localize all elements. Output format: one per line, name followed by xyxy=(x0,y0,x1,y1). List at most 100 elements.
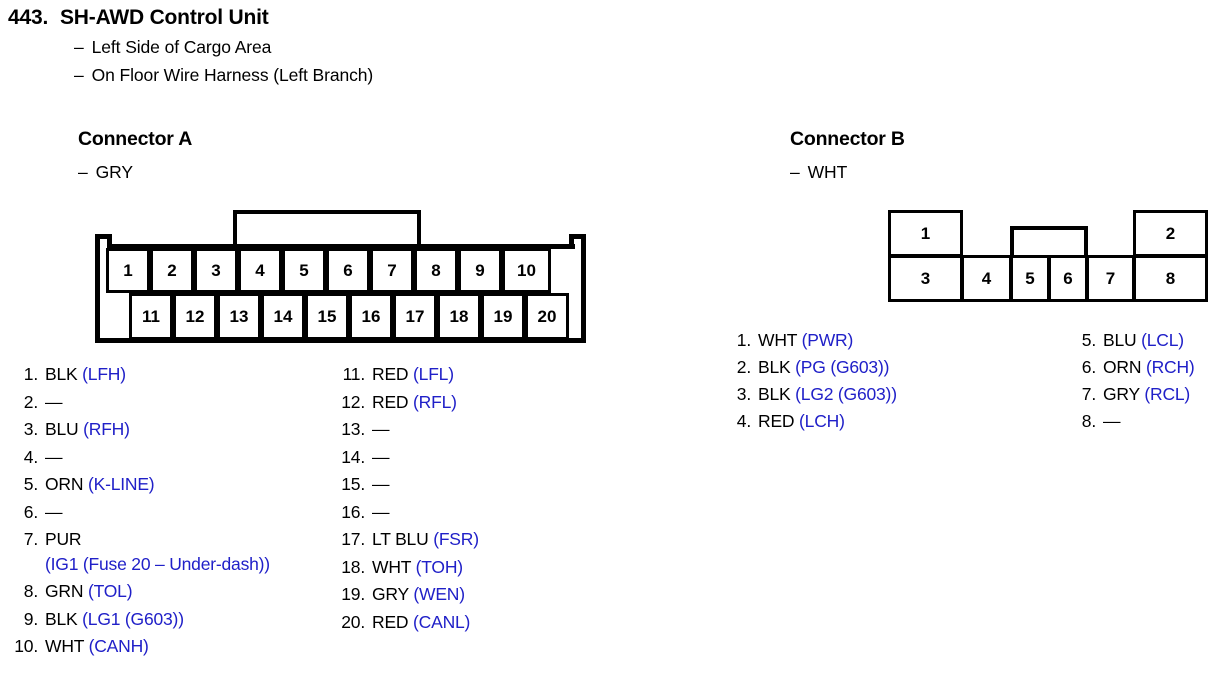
pin-number: 7 xyxy=(1105,269,1116,288)
pin-list-item: 2.— xyxy=(12,392,270,413)
housing-right-notch xyxy=(569,234,586,239)
pin-number: 20 xyxy=(537,307,557,326)
pin-index: 8. xyxy=(1081,411,1096,431)
pin-number: 11 xyxy=(142,307,160,326)
wire-color: RED xyxy=(372,611,409,632)
pin-number: 8 xyxy=(431,261,441,280)
pin-cell: 10 xyxy=(502,248,551,293)
pin-index: 14. xyxy=(341,446,365,467)
pin-cell: 1 xyxy=(106,248,150,293)
wire-color: BLK xyxy=(758,384,791,404)
pin-detail: ORN(RCH) xyxy=(1103,357,1195,378)
wire-color: BLK xyxy=(45,364,78,384)
pin-list-item: 18.WHT(TOH) xyxy=(333,557,479,578)
pin-list-item: 5. ORN(K-LINE) xyxy=(12,474,270,495)
signal-name: (LG2 (G603)) xyxy=(795,384,897,404)
connector-a-pinout-diagram: 1 2 3 4 5 6 7 8 9 10 11 12 13 14 15 16 1… xyxy=(93,208,588,343)
pin-cell: 6 xyxy=(1048,255,1088,302)
pin-list-item: 14.— xyxy=(333,447,479,468)
wire-color: GRY xyxy=(1103,384,1140,404)
connector-b-latch-tab xyxy=(1010,226,1088,257)
pin-number: 3 xyxy=(211,261,221,280)
housing-right-notch-drop xyxy=(569,234,574,248)
signal-name: (LCL) xyxy=(1141,330,1184,350)
signal-name: (RCH) xyxy=(1145,357,1195,377)
pin-cell: 17 xyxy=(393,293,437,340)
pin-cell: 9 xyxy=(458,248,502,293)
wire-color: WHT xyxy=(45,636,84,656)
pin-detail: LT BLU(FSR) xyxy=(372,529,479,550)
pin-cell: 11 xyxy=(129,293,173,340)
entry-title-text: SH-AWD Control Unit xyxy=(60,6,269,29)
signal-name: (CANH) xyxy=(88,636,149,656)
pin-cell: 8 xyxy=(1133,255,1208,302)
pin-index: 5. xyxy=(23,474,38,494)
wire-color: RED xyxy=(758,411,795,431)
pin-number: 2 xyxy=(1165,224,1176,243)
pin-index: 8. xyxy=(23,581,38,601)
pin-list-item: 6.ORN(RCH) xyxy=(1074,357,1195,378)
pin-cell: 1 xyxy=(888,210,963,257)
pin-cell: 18 xyxy=(437,293,481,340)
pin-index: 3. xyxy=(736,384,751,404)
pin-list-item: 3.BLU(RFH) xyxy=(12,419,270,440)
pin-index: 17. xyxy=(341,529,365,549)
wire-color: — xyxy=(45,391,63,412)
signal-name: (WEN) xyxy=(413,584,465,604)
pin-detail: GRY(RCL) xyxy=(1103,384,1190,405)
pin-list-item: 10. WHT(CANH) xyxy=(12,636,270,657)
pin-number: 3 xyxy=(920,269,931,288)
pin-list-item: 4.— xyxy=(12,447,270,468)
page-title: 443. SH-AWD Control Unit xyxy=(8,6,708,30)
pin-index: 1. xyxy=(736,330,751,350)
pin-list-item: 5.BLU(LCL) xyxy=(1074,330,1195,351)
pin-number: 13 xyxy=(229,307,249,326)
pin-detail: — xyxy=(45,502,63,523)
pin-list-item: 11.RED(LFL) xyxy=(333,364,479,385)
pin-number: 8 xyxy=(1165,269,1176,288)
pin-number: 6 xyxy=(343,261,353,280)
pin-number: 14 xyxy=(273,307,293,326)
pin-number: 5 xyxy=(299,261,309,280)
pin-index: 10. xyxy=(14,636,38,656)
pin-detail: RED(RFL) xyxy=(372,392,457,413)
pin-number: 12 xyxy=(185,307,205,326)
pin-list-item: 7. GRY(RCL) xyxy=(1074,384,1195,405)
pin-cell: 2 xyxy=(150,248,194,293)
pin-detail: PUR xyxy=(45,529,82,550)
pin-number: 17 xyxy=(405,307,425,326)
wire-color: BLK xyxy=(45,608,78,629)
signal-name: (K-LINE) xyxy=(87,474,155,494)
connector-b-heading: Connector B xyxy=(790,128,905,150)
entry-number: 443. xyxy=(8,6,49,29)
location-line-2: –On Floor Wire Harness (Left Branch) xyxy=(74,65,708,86)
wire-color: — xyxy=(372,501,390,522)
housing-left-notch xyxy=(95,234,112,239)
pin-detail: — xyxy=(372,419,390,440)
dash-bullet-icon: – xyxy=(74,37,84,57)
location-text-1: Left Side of Cargo Area xyxy=(91,37,272,57)
pin-index: 7. xyxy=(1081,384,1096,404)
pin-index: 3. xyxy=(23,419,38,439)
wire-color: ORN xyxy=(1103,357,1142,377)
pin-list-item: 7.PUR xyxy=(12,529,270,550)
pin-number: 4 xyxy=(981,269,992,288)
pin-list-item: 15.— xyxy=(333,474,479,495)
housing-bottom-rail xyxy=(95,338,586,343)
pin-cell: 7 xyxy=(370,248,414,293)
pin-index: 16. xyxy=(341,501,365,522)
pin-cell: 4 xyxy=(238,248,282,293)
wire-color: WHT xyxy=(372,556,411,577)
signal-name: (RCL) xyxy=(1144,384,1191,404)
pin-index: 20. xyxy=(341,611,365,632)
pin-index: 19. xyxy=(341,584,365,604)
wire-color: RED xyxy=(372,364,409,384)
pin-index: 11. xyxy=(342,364,366,384)
pin-cell: 16 xyxy=(349,293,393,340)
pin-detail: BLK(LG2 (G603)) xyxy=(758,384,897,405)
wire-color: ORN xyxy=(45,474,84,494)
pin-detail: — xyxy=(45,391,63,413)
wire-color: GRN xyxy=(45,581,84,601)
pin-list-item: 12.RED(RFL) xyxy=(333,392,479,413)
connector-b-pinout-diagram: 1 2 3 4 5 6 7 8 xyxy=(888,210,1208,302)
